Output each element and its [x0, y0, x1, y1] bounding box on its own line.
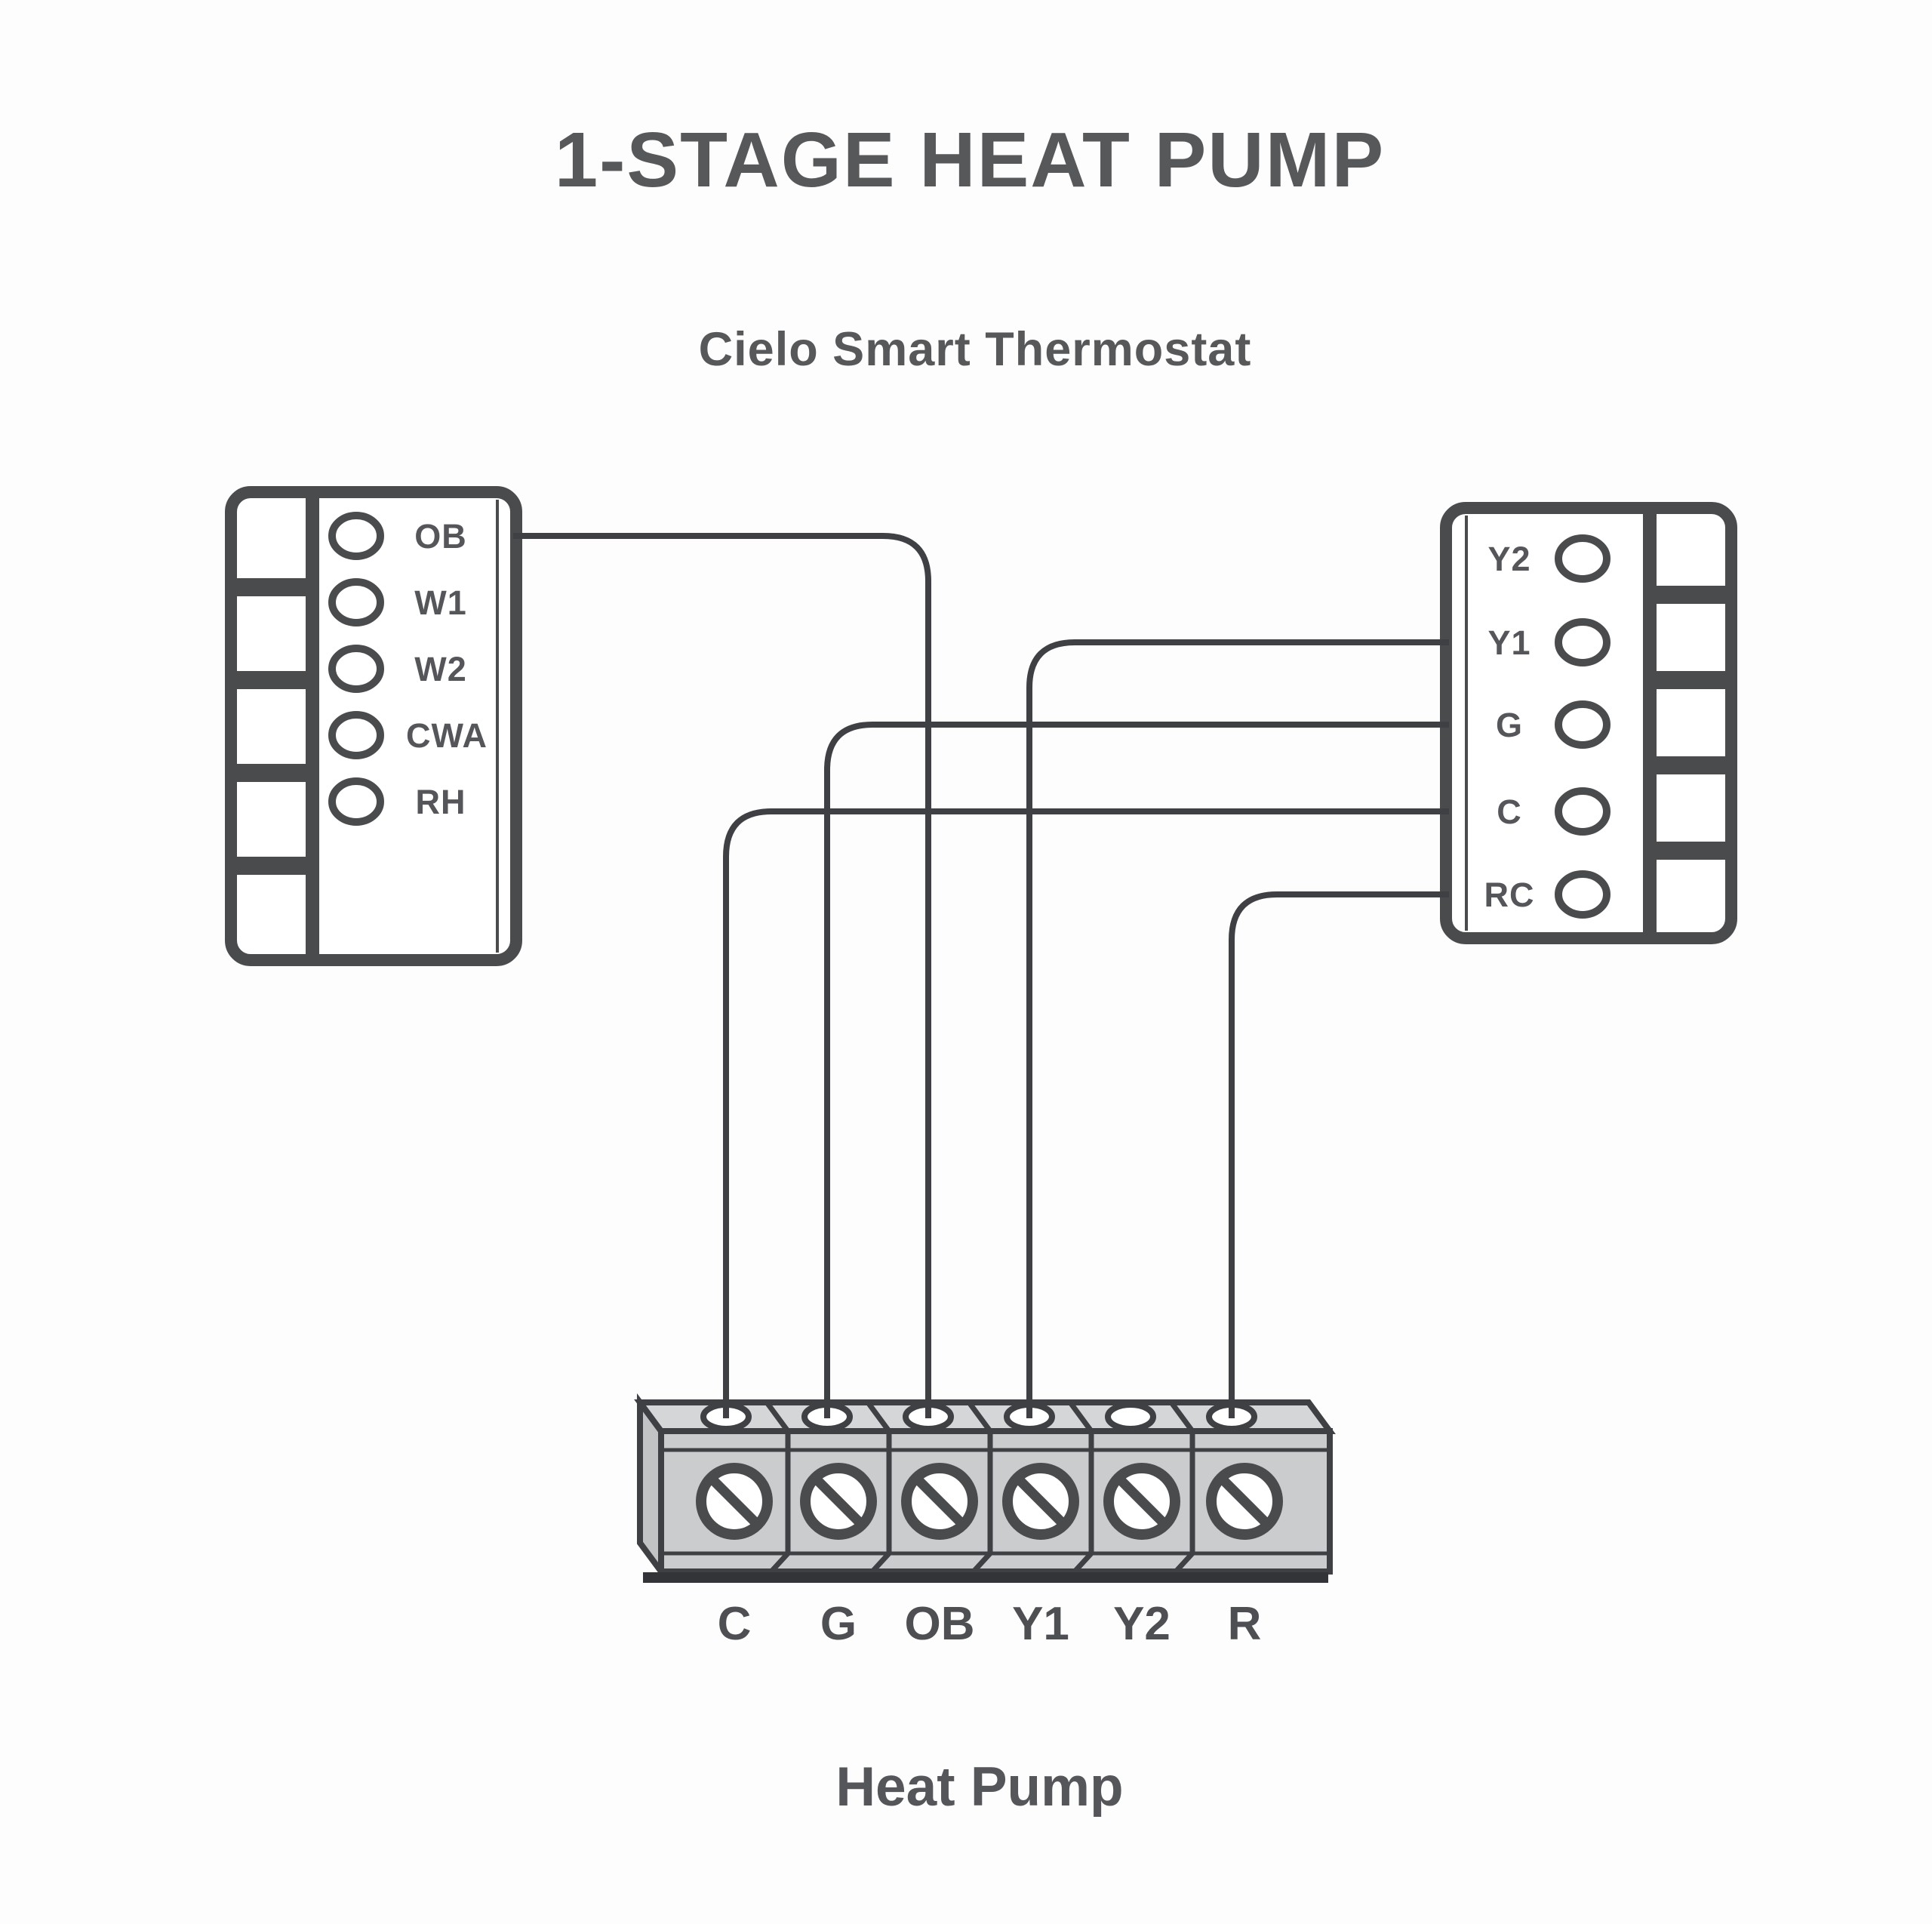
strip-bottom-divider-tick	[870, 1551, 891, 1574]
page-title: 1-STAGE HEAT PUMP	[555, 116, 1385, 203]
left-terminal-hole-rh	[328, 777, 384, 826]
left-terminal-label-cwa: CWA	[406, 716, 488, 755]
strip-top-divider	[1068, 1400, 1094, 1433]
thermostat-left-terminal-block: OB W1 W2 CWA RH	[225, 486, 522, 966]
hp-terminal-label-y2: Y2	[1113, 1598, 1171, 1650]
right-terminal-label-rc: RC	[1484, 876, 1535, 914]
screw-y2	[1103, 1463, 1180, 1540]
hp-terminal-label-c: C	[718, 1598, 752, 1650]
wire-y1-to-y1	[1026, 639, 1449, 1418]
left-terminal-hole-w1	[328, 578, 384, 626]
right-terminal-hole-y1	[1555, 618, 1611, 666]
right-terminal-hole-c	[1555, 787, 1611, 836]
screw-slot	[915, 1476, 964, 1526]
right-terminal-label-g: G	[1496, 706, 1523, 744]
hp-terminal-label-y1: Y1	[1012, 1598, 1069, 1650]
wire-ob-to-ob	[513, 533, 931, 1418]
left-terminal-hole-w2	[328, 645, 384, 693]
right-terminal-hole-g	[1555, 700, 1611, 749]
left-terminal-label-rh: RH	[416, 783, 466, 821]
strip-bottom-divider-tick	[1174, 1551, 1195, 1574]
heat-pump-caption: Heat Pump	[835, 1756, 1123, 1818]
screw-ob	[901, 1463, 978, 1540]
thermostat-subtitle: Cielo Smart Thermostat	[699, 323, 1252, 376]
strip-top-divider	[866, 1400, 891, 1433]
left-terminal-hole-cwa	[328, 711, 384, 759]
strip-top-divider	[967, 1400, 992, 1433]
screw-g	[800, 1463, 877, 1540]
wire-g-to-g	[824, 722, 1449, 1418]
strip-bottom-divider-tick	[769, 1551, 790, 1574]
wires	[513, 533, 1449, 1418]
screw-slot	[709, 1476, 759, 1526]
left-terminal-hole-ob	[328, 512, 384, 560]
strip-top-divider	[764, 1400, 790, 1433]
right-terminal-label-c: C	[1497, 793, 1522, 831]
wire-c-to-c	[723, 808, 1449, 1418]
screw-y1	[1002, 1463, 1079, 1540]
hp-terminal-label-r: R	[1228, 1598, 1262, 1650]
right-terminal-hole-rc	[1555, 870, 1611, 919]
heat-pump-terminal-labels: C G OB Y1 Y2 R	[718, 1598, 1262, 1650]
screw-slot	[1220, 1476, 1269, 1526]
screw-c	[696, 1463, 773, 1540]
left-terminal-label-w2: W2	[414, 650, 467, 688]
hp-terminal-label-ob: OB	[905, 1598, 975, 1650]
left-terminal-label-w1: W1	[414, 583, 467, 622]
heat-pump-terminal-strip	[634, 1393, 1336, 1583]
thermostat-right-terminal-block: Y2 Y1 G C RC	[1440, 502, 1737, 944]
screw-slot	[1117, 1476, 1167, 1526]
wire-rc-to-r	[1229, 891, 1449, 1418]
hp-terminal-label-g: G	[820, 1598, 857, 1650]
screw-r	[1206, 1463, 1283, 1540]
right-terminal-hole-y2	[1555, 534, 1611, 583]
strip-top-divider	[1169, 1400, 1195, 1433]
strip-bottom-divider-tick	[1072, 1551, 1094, 1574]
right-terminal-label-y1: Y1	[1487, 623, 1531, 662]
strip-bottom-divider-tick	[971, 1551, 992, 1574]
heat-pump-screws	[696, 1463, 1283, 1540]
right-terminal-label-y2: Y2	[1487, 540, 1531, 578]
left-terminal-label-ob: OB	[414, 517, 467, 556]
strip-entry-hole-y2	[1105, 1402, 1156, 1432]
screw-slot	[814, 1476, 863, 1526]
screw-slot	[1016, 1476, 1066, 1526]
